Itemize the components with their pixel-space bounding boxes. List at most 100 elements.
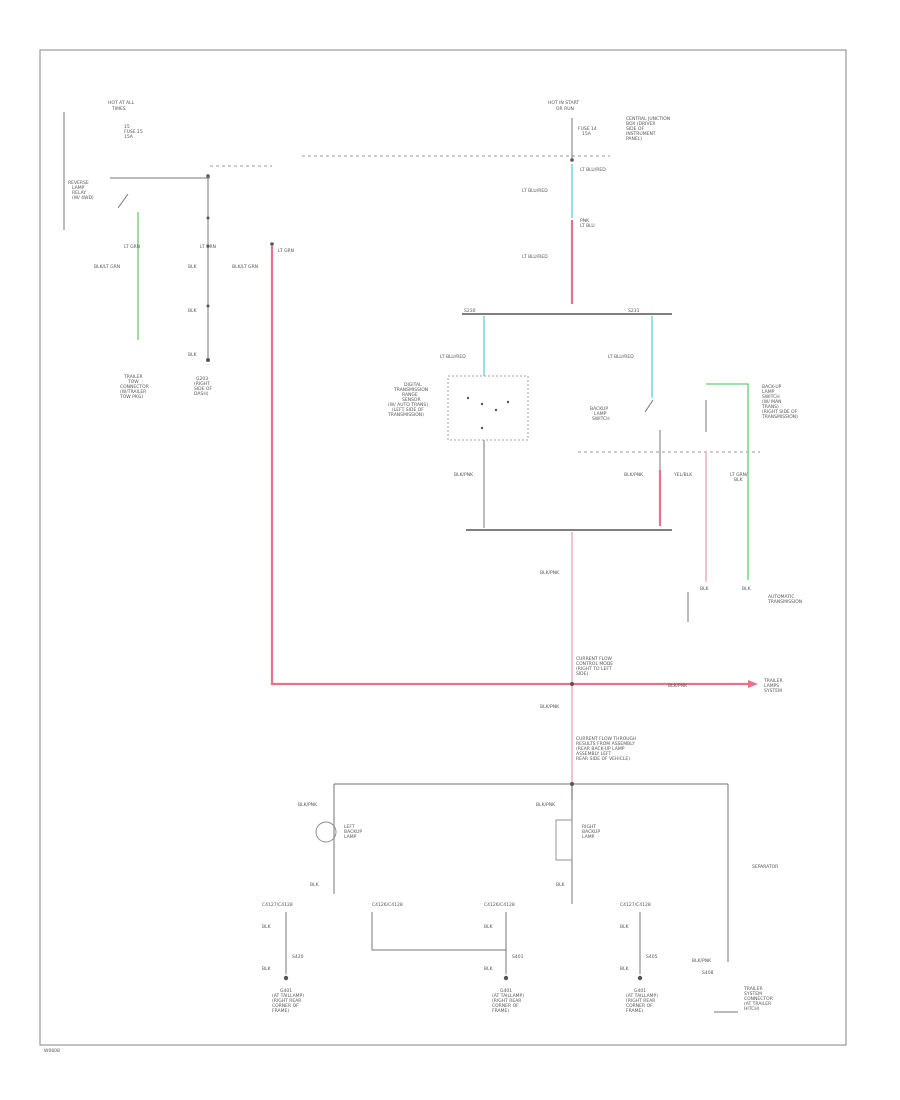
ground-g2-2: (AT TAILLAMP) <box>272 993 304 999</box>
ground-g4-2: (AT TAILLAMP) <box>626 993 658 999</box>
trans-range-4: SENSOR <box>402 397 421 403</box>
bottom-connector-mid-2: C4126/C4128 <box>484 902 515 908</box>
right-bottom-note: SEPARATOR <box>752 864 778 870</box>
top-left-fuse-id-2: FUSE 15 <box>124 129 143 135</box>
sensor-contact-4 <box>506 400 510 404</box>
trans-range-2: TRANSMISSION <box>393 387 428 393</box>
top-right-fuse-id-2: 15A <box>582 131 592 137</box>
wire-blk-pnk-1: BLK/PNK <box>454 472 474 478</box>
top-wire-1: LT GRN <box>278 248 294 254</box>
trailer-tow-system-3: SYSTEM <box>764 688 782 694</box>
svg-text:LT GRN/BLK: LT GRN/BLK <box>730 472 748 483</box>
left-wire-5: BLK <box>188 308 198 314</box>
left-rear-note-4: SIDE) <box>576 671 588 677</box>
reverse-lamp-switch-label-4: (W/ 4WD) <box>72 195 94 201</box>
ground-g1-4: DASH) <box>194 391 209 397</box>
mode-switch-7: TRANSMISSION) <box>761 414 798 420</box>
node-pink-top <box>270 242 274 246</box>
pink-wire-left <box>270 246 748 686</box>
ground-g4-1: G401 <box>634 988 646 994</box>
backup-switch-2: LAMP <box>594 411 607 417</box>
wire-center-2: BLK/PNK <box>540 704 560 710</box>
lamp-right-3: LAMP <box>582 834 595 840</box>
trailer-bottom-right-4: (AT TRAILER <box>744 1001 771 1007</box>
mode-switch-2: LAMP <box>762 389 775 395</box>
wire-center-1: BLK/PNK <box>540 570 560 576</box>
wire-mid-left: LT BLU/RED <box>440 354 466 360</box>
right-lamp-bulb <box>555 819 573 861</box>
bottom-connector-left: C4127/C4128 <box>262 902 293 908</box>
trailer-bottom-right-3: CONNECTOR <box>744 996 773 1002</box>
sensor-contact-3 <box>494 408 498 412</box>
splice-bottom-4: S408 <box>702 970 714 976</box>
splice-bottom-1: S420 <box>292 954 304 960</box>
trailer-connector-4: (W/TRAILER <box>120 389 146 395</box>
backup-switch-3: SWITCH <box>592 416 610 422</box>
mode-switch-3: SWITCH <box>762 394 780 400</box>
left-rear-note-2: CONTROL MODE <box>576 661 613 667</box>
trans-range-1: DIGITAL <box>404 382 422 388</box>
top-wire-3-b: LT BLU <box>580 223 595 229</box>
ground-dot-mid <box>503 975 509 981</box>
diagram-frame <box>39 49 847 1046</box>
trailer-tow-system-2: LAMPS <box>764 683 779 689</box>
trailer-connector-1: TRAILER <box>123 374 143 380</box>
lamp-left-3: LAMP <box>344 834 357 840</box>
ground-g3-2: (AT TAILLAMP) <box>492 993 524 999</box>
lamp-left-wire-bot: BLK <box>310 882 320 888</box>
left-wire-3: BLK/LT GRN <box>232 264 258 270</box>
node-fuse-14 <box>570 158 574 162</box>
right-rear-note-3: (REAR BACK-UP LAMP <box>576 746 625 752</box>
bottom-wire-right: BLK <box>620 924 630 930</box>
wire-center-3: BLK/PNK <box>668 683 688 689</box>
top-wire-4: LT BLU/RED <box>522 188 548 194</box>
trailer-bottom-right-2: SYSTEM <box>744 991 762 997</box>
node-left-wire-3 <box>206 304 210 308</box>
splice-bottom-2: S401 <box>512 954 524 960</box>
right-rear-note-1: CURRENT FLOW THROUGH <box>576 736 636 742</box>
backup-switch-arm <box>644 399 654 413</box>
bottom-connector-mid: C4126/C4128 <box>372 902 403 908</box>
page-id: W0608 <box>44 1048 60 1054</box>
automatic-trans-wire-2: BLK <box>742 586 752 592</box>
left-lamp-bulb <box>315 821 337 843</box>
trans-range-6: (LEFT SIDE OF <box>392 407 424 413</box>
trans-range-5: (W/ AUTO TRANS) <box>388 402 428 408</box>
reverse-lamp-switch-label-1: REVERSE <box>68 180 89 186</box>
mode-switch-5: TRANS) <box>761 404 779 410</box>
ground-mid-lead <box>371 912 506 951</box>
ground-g4-4: CORNER OF <box>626 1003 653 1009</box>
node-left-ground <box>206 358 210 362</box>
bottom-connector-right: C4127/C4128 <box>620 902 651 908</box>
lamp-left-2: BACKUP <box>344 829 362 835</box>
top-left-fuse-id-3: 15A <box>124 134 134 140</box>
bottom-wire-mid-2: BLK <box>484 966 494 972</box>
node-bottom-center <box>570 782 574 786</box>
mode-switch-1: BACK-UP <box>762 384 782 390</box>
left-wire-1-a: LT GRN <box>124 244 140 250</box>
trailer-connector-5: TOW PKG) <box>119 394 143 400</box>
wire-auto-trans-2: BLK <box>734 477 744 483</box>
automatic-trans-2: TRANSMISSION <box>767 599 802 605</box>
ground-g1-3: SIDE OF <box>194 386 212 392</box>
trans-range-sensor-box <box>447 375 529 441</box>
backup-switch-1: BACKUP <box>590 406 608 412</box>
trailer-tow-system-1: TRAILER <box>763 678 783 684</box>
trans-range-7: TRANSMISSION) <box>387 412 424 418</box>
ground-dot-right <box>637 975 643 981</box>
sensor-contact-1 <box>466 396 470 400</box>
